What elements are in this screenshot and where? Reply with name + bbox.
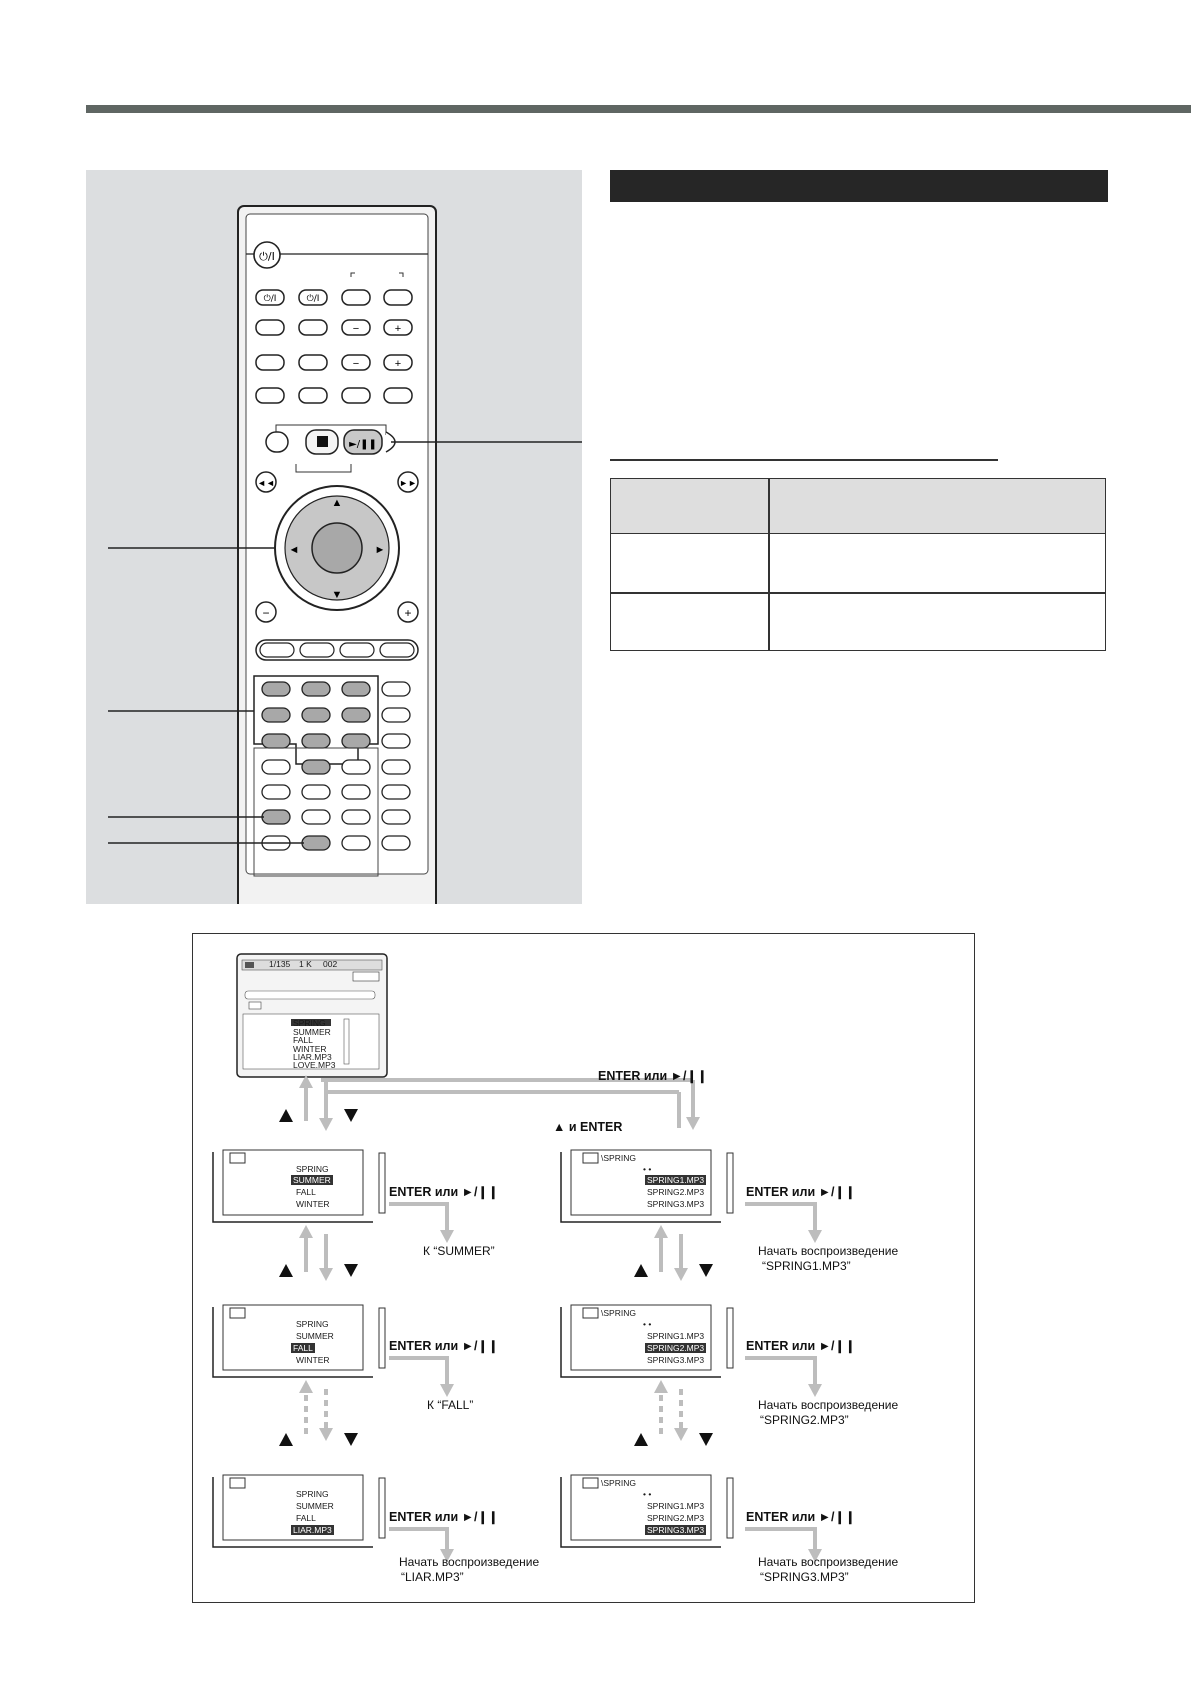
navigation-arrows (212, 953, 822, 1562)
folder-navigation-diagram: 1/135 1 K 002 SPRING SUMMER FALL WINTER … (192, 933, 975, 1603)
folder-item: SPRING (296, 1164, 329, 1174)
folder-item: SPRING (296, 1489, 329, 1499)
enter-label: ENTER или ►/❙❙ (746, 1185, 856, 1199)
svg-text:+: + (404, 606, 411, 620)
svg-text:⏻/I: ⏻/I (264, 293, 277, 304)
enter-label: ENTER или ►/❙❙ (389, 1185, 499, 1199)
svg-text:◄: ◄ (289, 544, 300, 556)
file-item-selected: SPRING1.MP3 (645, 1175, 707, 1185)
osd-item: SPRING (293, 1018, 326, 1028)
parent-dir: • • (643, 1164, 652, 1174)
section-heading-bar (610, 170, 1108, 202)
spring1-label: “SPRING1.MP3” (762, 1259, 851, 1273)
remote-illustration-panel: ⏻/I ⏻/I ⏻/I − + − + (86, 170, 582, 904)
svg-text:−: − (353, 358, 359, 370)
file-item: SPRING1.MP3 (647, 1501, 705, 1511)
file-item-selected: SPRING2.MP3 (645, 1343, 707, 1353)
svg-text:►: ► (375, 544, 386, 556)
folder-item-selected: SUMMER (291, 1175, 333, 1185)
start-playback-label: Начать воспроизведение (758, 1244, 899, 1258)
to-summer-label: К “SUMMER” (423, 1244, 495, 1258)
svg-text:−: − (262, 606, 269, 620)
file-item-selected: SPRING3.MP3 (645, 1525, 707, 1535)
info-table-row-divider (611, 592, 1105, 594)
start-playback-label: Начать воспроизведение (758, 1555, 899, 1569)
svg-text:▲: ▲ (332, 497, 343, 509)
svg-text:►►: ►► (399, 478, 417, 488)
osd-value: 002 (323, 959, 338, 969)
osd-item: FALL (293, 1035, 313, 1045)
folder-item: SUMMER (296, 1501, 334, 1511)
spring3-label: “SPRING3.MP3” (760, 1570, 849, 1584)
osd-item: SUMMER (293, 1027, 331, 1037)
enter-label: ENTER или ►/❙❙ (746, 1339, 856, 1353)
file-item: SPRING3.MP3 (647, 1355, 705, 1365)
folder-item: FALL (296, 1187, 316, 1197)
osd-time: 1/135 (269, 959, 291, 969)
start-playback-label: Начать воспроизведение (758, 1398, 899, 1412)
start-playback-label: Начать воспроизведение (399, 1555, 540, 1569)
folder-item: WINTER (296, 1355, 330, 1365)
svg-text:+: + (395, 358, 401, 370)
file-item: SPRING2.MP3 (647, 1513, 705, 1523)
svg-text:+: + (395, 323, 401, 335)
info-table (610, 478, 1106, 651)
spring-path: \SPRING (601, 1153, 636, 1163)
folder-item-selected: LIAR.MP3 (291, 1525, 334, 1535)
folder-item: SPRING (296, 1319, 329, 1329)
spring2-label: “SPRING2.MP3” (760, 1413, 849, 1427)
osd-item: LOVE.MP3 (293, 1060, 336, 1070)
svg-text:►/❚❚: ►/❚❚ (349, 439, 377, 450)
folder-item: SUMMER (296, 1331, 334, 1341)
folder-item: WINTER (296, 1199, 330, 1209)
parent-dir: • • (643, 1319, 652, 1329)
enter-label: ENTER или ►/❙❙ (389, 1339, 499, 1353)
osd-number: 1 K (299, 959, 312, 969)
svg-text:−: − (353, 323, 359, 335)
subheading-rule (610, 459, 998, 461)
svg-text:◄◄: ◄◄ (257, 478, 275, 488)
spring-path: \SPRING (601, 1308, 636, 1318)
enter-play-label: ENTER или ►/❙❙ (598, 1069, 708, 1083)
svg-text:▼: ▼ (332, 589, 343, 601)
enter-label: ENTER или ►/❙❙ (389, 1510, 499, 1524)
osd-item: WINTER (293, 1044, 327, 1054)
liar-label: “LIAR.MP3” (401, 1570, 464, 1584)
top-rule (86, 105, 1191, 113)
power-icon (253, 241, 281, 269)
file-item: SPRING2.MP3 (647, 1187, 705, 1197)
svg-text:⏻/I: ⏻/I (307, 293, 320, 304)
info-table-header (611, 479, 1105, 534)
file-item: SPRING3.MP3 (647, 1199, 705, 1209)
folder-item-selected: FALL (291, 1343, 315, 1353)
to-fall-label: К “FALL” (427, 1398, 474, 1412)
remote-control-illustration: ⏻/I ⏻/I ⏻/I − + − + (108, 205, 582, 904)
svg-text:⏻/I: ⏻/I (259, 250, 275, 263)
folder-item: FALL (296, 1513, 316, 1523)
up-enter-label: ▲ и ENTER (553, 1120, 623, 1134)
osd-item: LIAR.MP3 (293, 1052, 332, 1062)
info-table-column-divider (768, 479, 770, 650)
spring-path: \SPRING (601, 1478, 636, 1488)
file-item: SPRING1.MP3 (647, 1331, 705, 1341)
parent-dir: • • (643, 1489, 652, 1499)
enter-label: ENTER или ►/❙❙ (746, 1510, 856, 1524)
